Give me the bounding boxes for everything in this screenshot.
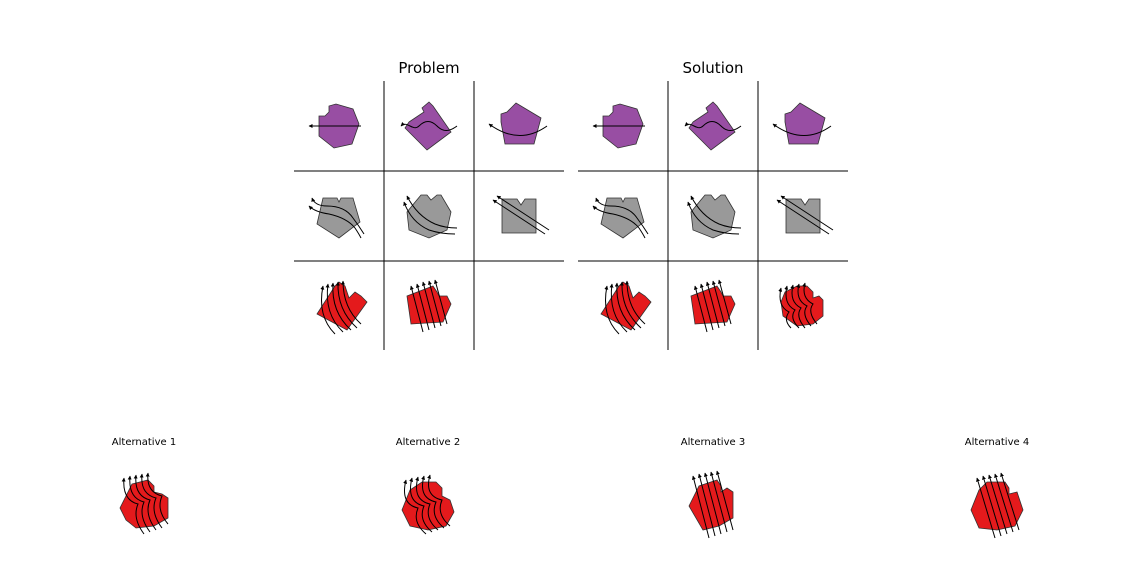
alternative-1[interactable]: Alternative 1 <box>112 437 176 534</box>
solution-panel: Solution <box>578 59 848 350</box>
problem-cell-r3c3-empty <box>475 262 563 350</box>
problem-cell-r1c2 <box>401 102 457 150</box>
alternative-2-figure[interactable] <box>402 475 454 534</box>
solution-cell-r2c3 <box>777 196 833 234</box>
alternative-1-label: Alternative 1 <box>112 437 176 448</box>
solution-cell-r3c1 <box>601 281 651 334</box>
alternative-4[interactable]: Alternative 4 <box>965 437 1029 538</box>
alternative-4-figure[interactable] <box>971 473 1023 538</box>
problem-cell-r1c3 <box>489 103 547 144</box>
problem-cell-r2c3 <box>493 196 549 234</box>
problem-title: Problem <box>398 59 459 77</box>
problem-panel: Problem <box>294 59 564 350</box>
solution-grid <box>578 81 848 350</box>
alternative-2[interactable]: Alternative 2 <box>396 437 460 534</box>
problem-cell-r2c1 <box>309 198 364 238</box>
problem-cell-r3c2 <box>407 280 451 332</box>
solution-cell-r1c2 <box>685 102 741 150</box>
solution-cell-r3c2 <box>691 280 735 332</box>
solution-title: Solution <box>682 59 743 77</box>
problem-grid <box>294 81 564 350</box>
alternatives-row: Alternative 1 Alternative 2 Alternative … <box>112 437 1029 538</box>
alternative-3-figure[interactable] <box>689 471 733 538</box>
solution-cell-r2c1 <box>593 198 648 238</box>
alternative-2-label: Alternative 2 <box>396 437 460 448</box>
alternative-3[interactable]: Alternative 3 <box>681 437 745 538</box>
alternative-4-label: Alternative 4 <box>965 437 1029 448</box>
problem-cell-r1c1 <box>309 104 361 148</box>
alternative-1-figure[interactable] <box>120 473 168 534</box>
solution-cell-r1c1 <box>593 104 645 148</box>
alternative-3-label: Alternative 3 <box>681 437 745 448</box>
problem-cell-r2c2 <box>404 195 457 238</box>
problem-cell-r3c1 <box>317 281 367 334</box>
solution-cell-r2c2 <box>688 195 741 238</box>
solution-cell-r1c3 <box>773 103 831 144</box>
solution-cell-r3c3-answer <box>780 283 823 328</box>
